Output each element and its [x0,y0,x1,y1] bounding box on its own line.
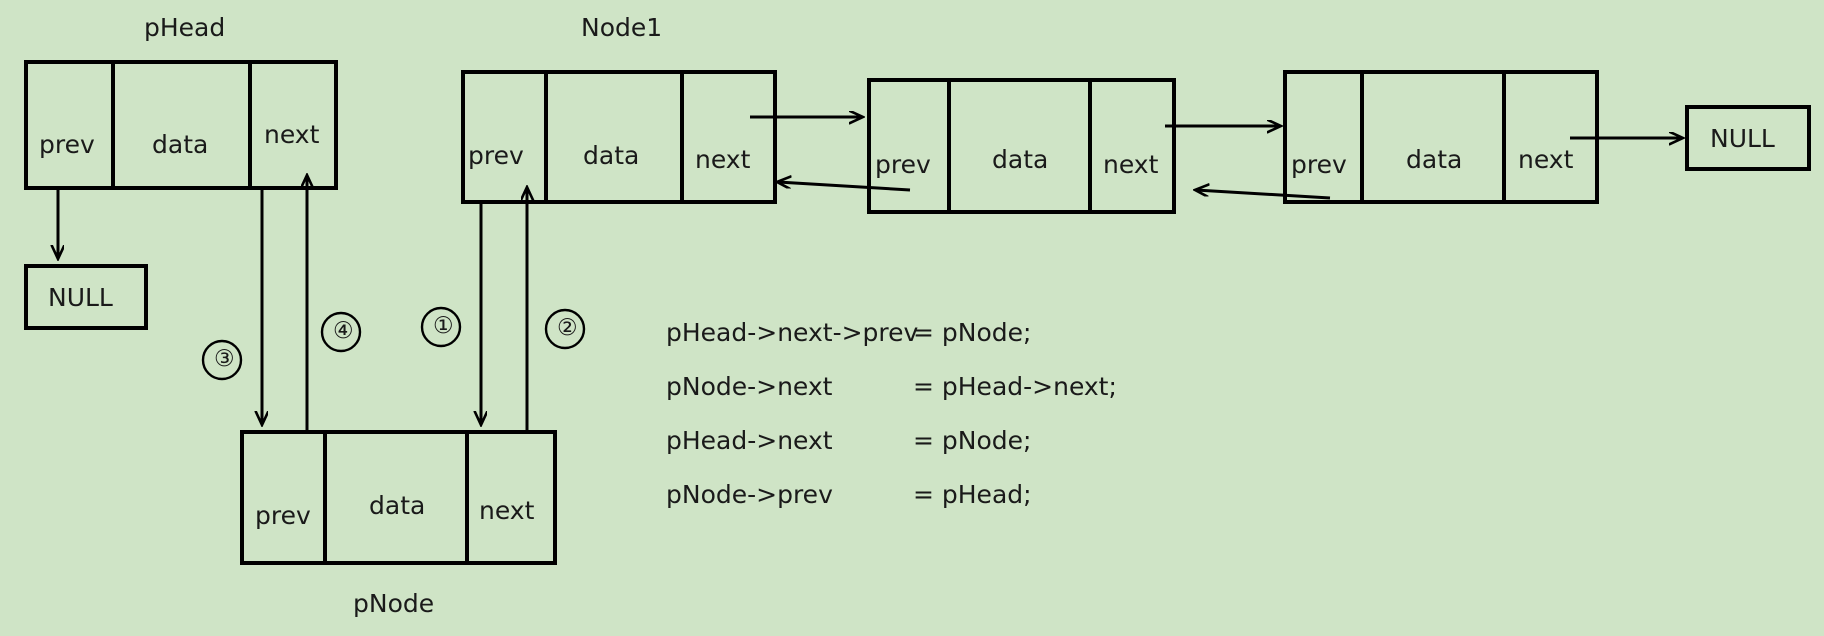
code-line-3-lhs: pHead->next [666,426,833,455]
node1-prev-label: prev [468,141,524,170]
code-line-4-lhs: pNode->prev [666,480,833,509]
step-marker-one-circle [420,306,462,348]
node2-data-label: data [992,145,1049,174]
pnode-next-label: next [479,496,535,525]
node3-prev-label: prev [1291,150,1347,179]
node2-prev-label: prev [875,150,931,179]
node3-box [1283,70,1599,204]
phead-node-box [24,60,338,190]
code-line-1-rhs: = pNode; [913,318,1032,347]
phead-data-label: data [152,130,209,159]
node1-next-label: next [695,145,751,174]
step-marker-two-circle [544,308,586,350]
node1-title-label: Node1 [581,13,663,42]
phead-prev-label: prev [39,130,95,159]
arrow-node3-prev-to-node2 [1196,190,1331,200]
code-line-1-lhs: pHead->next->prev [666,318,919,347]
step-marker-three-circle [201,339,243,381]
code-line-4-rhs: = pHead; [913,480,1032,509]
phead-next-label: next [264,120,320,149]
null-left-label: NULL [48,283,113,312]
step-marker-three-label: ③ [214,346,235,372]
arrow-node2-prev-to-node1 [778,182,911,192]
step-marker-four-label: ④ [333,318,354,344]
node1-box [461,70,777,204]
node2-box [867,78,1176,214]
null-box-right [1685,105,1811,171]
step-marker-four-circle [320,311,362,353]
null-box-left [24,264,148,330]
pnode-data-label: data [369,491,426,520]
node3-data-label: data [1406,145,1463,174]
node2-next-label: next [1103,150,1159,179]
code-line-2-lhs: pNode->next [666,372,833,401]
code-line-3-rhs: = pNode; [913,426,1032,455]
node3-next-label: next [1518,145,1574,174]
code-line-2-rhs: = pHead->next; [913,372,1117,401]
pnode-prev-label: prev [255,501,311,530]
pnode-title-label: pNode [353,589,435,618]
step-marker-two-label: ② [557,315,578,341]
pnode-box [240,430,557,565]
null-right-label: NULL [1710,124,1775,153]
node1-data-label: data [583,141,640,170]
phead-title-label: pHead [144,13,226,42]
step-marker-one-label: ① [433,313,454,339]
